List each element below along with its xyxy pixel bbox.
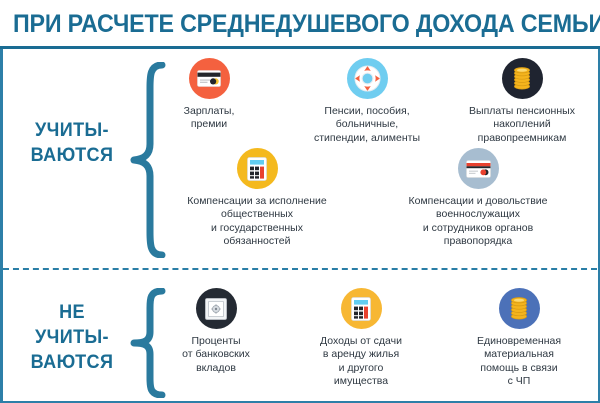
item-label: Доходы от сдачи в аренду жилья и другого… [320,335,402,387]
item-label: Зарплаты, премии [183,105,235,131]
item-pension: Пенсии, пособия, больничные, стипендии, … [288,58,446,145]
frame-bottom-border [0,401,600,403]
title-underline [0,46,600,49]
safe-vault-icon [195,288,237,329]
bank-card-icon [457,148,499,189]
brace-notcounted [128,288,168,398]
brace-counted [128,62,168,258]
item-compensation-duties: Компенсации за исполнение общественных и… [158,148,356,248]
section-label-counted: УЧИТЫ- ВАЮТСЯ [30,120,114,167]
lifebuoy-icon [346,58,388,99]
item-salary: Зарплаты, премии [148,58,270,132]
item-emergency-aid: Единовременная материальная помощь в свя… [444,288,594,388]
item-military-allowance: Компенсации и довольствие военнослужащих… [362,148,594,248]
item-label: Пенсии, пособия, больничные, стипендии, … [314,105,420,144]
item-label: Выплаты пенсионных накоплений правопреем… [469,105,575,144]
frame-left-border [0,49,3,403]
page-title: ПРИ РАСЧЕТЕ СРЕДНЕДУШЕВОГО ДОХОДА СЕМЬИ [13,9,600,38]
title-bar: ПРИ РАСЧЕТЕ СРЕДНЕДУШЕВОГО ДОХОДА СЕМЬИ [0,0,600,48]
item-label: Единовременная материальная помощь в свя… [476,335,562,387]
item-payouts: Выплаты пенсионных накоплений правопреем… [448,58,596,145]
item-label: Проценты от банковских вкладов [182,335,250,374]
section-label-notcounted: НЕ УЧИТЫ- ВАЮТСЯ [30,302,114,374]
frame-right-border [598,49,600,403]
section-divider [3,268,597,270]
credit-card-icon [188,58,230,99]
item-rental-income: Доходы от сдачи в аренду жилья и другого… [292,288,430,388]
calculator-icon [236,148,278,189]
coin-stack-icon [498,288,540,329]
coin-stack-icon [501,58,543,99]
item-label: Компенсации за исполнение общественных и… [187,195,327,247]
item-bank-deposits: Проценты от банковских вкладов [152,288,280,375]
calculator-icon [340,288,382,329]
item-label: Компенсации и довольствие военнослужащих… [408,195,548,247]
